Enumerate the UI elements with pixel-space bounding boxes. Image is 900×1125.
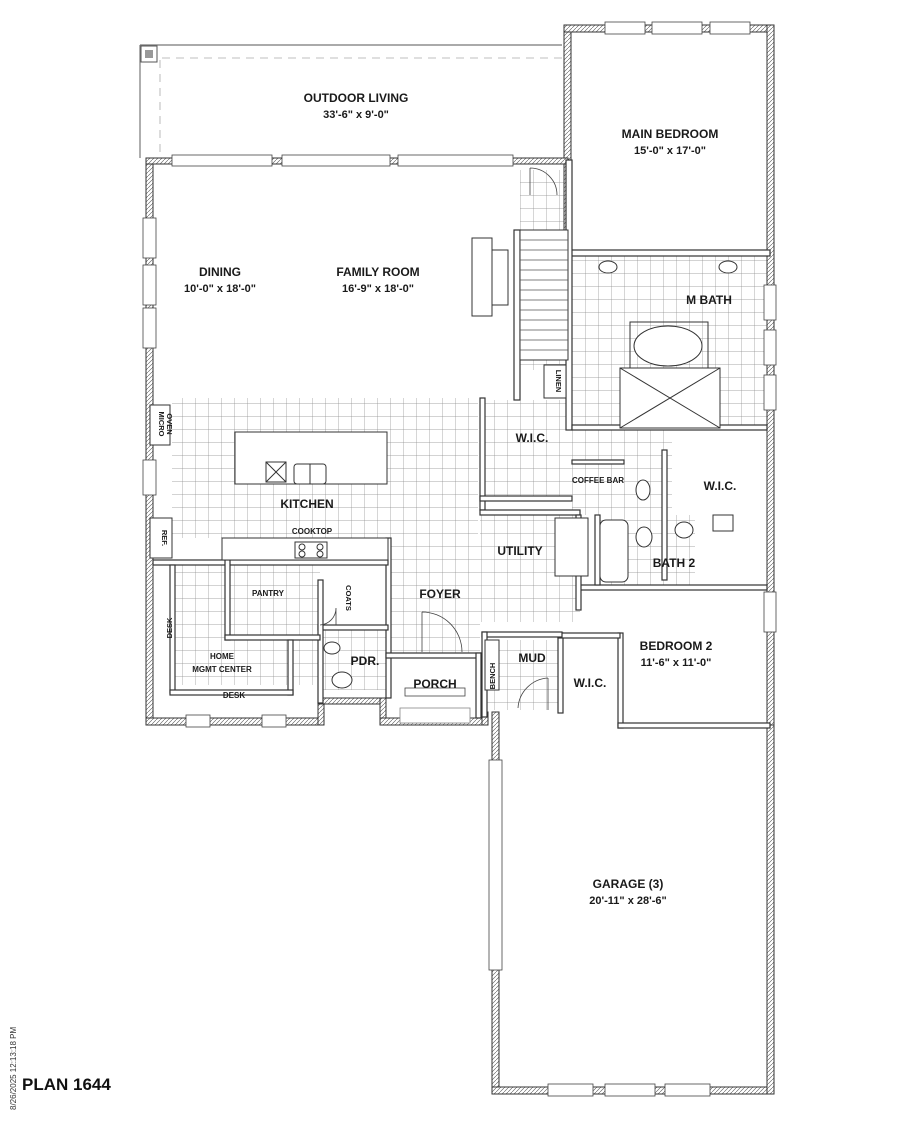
micro-label: MICRO [157,412,166,437]
desk-label-side: DESK [165,617,174,638]
garage-label: GARAGE (3) [593,877,664,891]
porch-label: PORCH [413,677,456,691]
doors [319,167,558,724]
toilet [635,479,651,501]
dining-dim: 10'-0" x 18'-0" [184,283,256,295]
windows [142,21,777,1097]
desk-label-bottom: DESK [223,691,245,700]
ref-label: REF. [160,530,169,546]
stairs [519,229,569,361]
outdoor-living-area [139,44,562,158]
room-labels: OUTDOOR LIVING 33'-6" x 9'-0" MAIN BEDRO… [184,91,736,907]
family-room-label: FAMILY ROOM [336,265,419,279]
utility-label: UTILITY [497,544,542,558]
pdr-sink [323,641,341,655]
pdr-label: PDR. [351,654,380,668]
m-bath-label: M BATH [686,293,732,307]
washer-dryer [554,517,589,577]
garage-dim: 20'-11" x 28'-6" [589,895,666,907]
refrigerator [149,517,173,559]
fireplace [471,237,493,317]
main-bedroom-dim: 15'-0" x 17'-0" [634,145,706,157]
coats-label: COATS [344,585,353,611]
fixtures [149,229,738,691]
micro-oven [149,404,171,446]
bath-2-toilet [635,526,653,548]
wic-2-label: W.I.C. [704,479,737,493]
outdoor-living-label: OUTDOOR LIVING [304,91,409,105]
bath-2-label: BATH 2 [653,556,696,570]
outdoor-living-dim: 33'-6" x 9'-0" [323,109,389,121]
family-room-dim: 16'-9" x 18'-0" [342,283,414,295]
home-mgmt-label-1: HOME [210,652,235,661]
main-bedroom-label: MAIN BEDROOM [622,127,719,141]
cooktop-label: COOKTOP [292,527,333,536]
vanity-sink-left [598,260,618,274]
oven-label: OVEN [165,413,174,434]
pantry-label: PANTRY [252,589,285,598]
bedroom-2-dim: 11'-6" x 11'-0" [641,657,712,669]
print-timestamp: 8/26/2025 12:13:18 PM [9,1026,18,1110]
plan-title: PLAN 1644 [22,1075,111,1094]
bathtub [633,325,703,367]
kitchen-label: KITCHEN [280,497,333,511]
mud-label: MUD [518,651,546,665]
bath-2-sink [674,521,694,539]
bedroom-2-label: BEDROOM 2 [640,639,713,653]
coffee-bar-label: COFFEE BAR [572,476,624,485]
dining-label: DINING [199,265,241,279]
bath-2-tub [599,519,629,583]
linen-label: LINEN [554,370,563,393]
bench-label: BENCH [488,663,497,690]
pdr-toilet [331,671,353,689]
foyer-label: FOYER [419,587,461,601]
home-mgmt-label-2: MGMT CENTER [192,665,252,674]
wic-1-label: W.I.C. [516,431,549,445]
vanity-sink-right [718,260,738,274]
bench [484,639,500,691]
wic-3-label: W.I.C. [574,676,607,690]
fixture-labels: COOKTOP COFFEE BAR DESK DESK MICRO OVEN … [157,370,624,700]
linen-closet [543,364,567,399]
